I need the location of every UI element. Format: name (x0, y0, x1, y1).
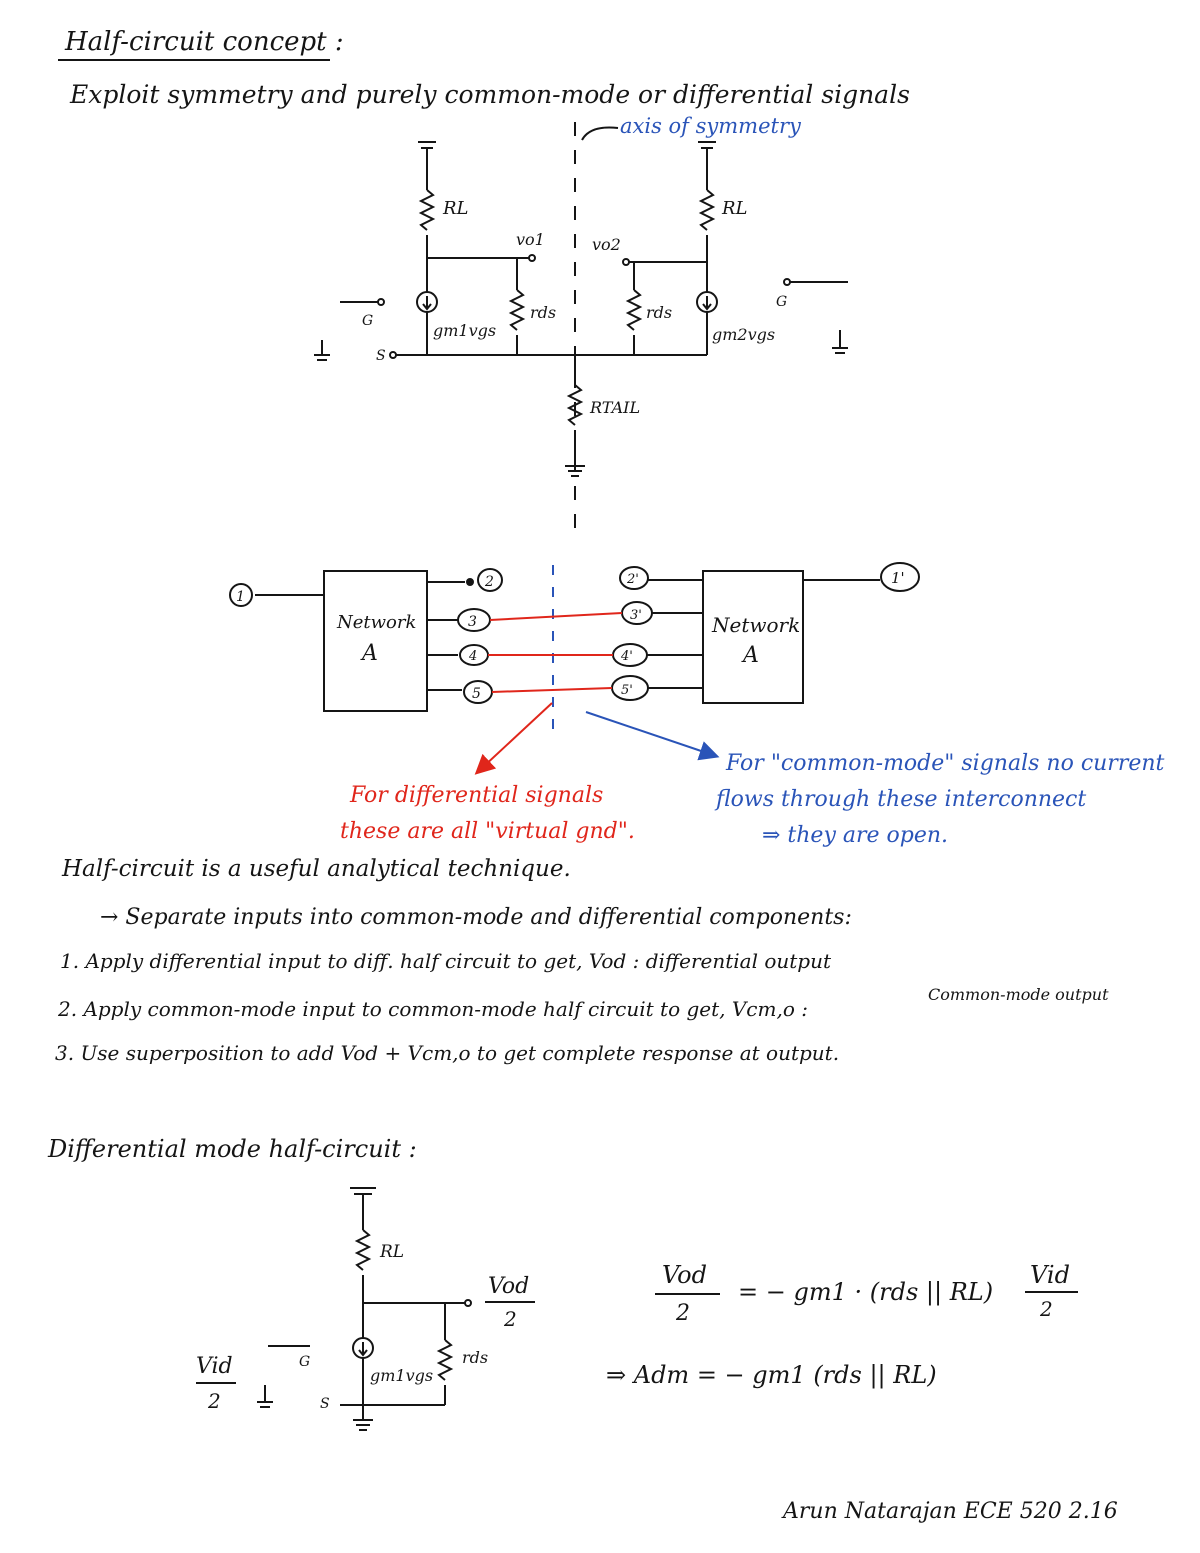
half-rds-label: rds (462, 1348, 488, 1367)
vid-den-label: 2 (207, 1389, 221, 1413)
eq2: ⇒ Adm = − gm1 (rds || RL) (606, 1361, 937, 1390)
half-circuit-labels: RL gm1vgs rds G S Vid 2 Vod 2 (196, 1242, 529, 1413)
half-gate-label: G (299, 1354, 310, 1370)
half-rds-resistor (436, 1339, 454, 1381)
node-2-prime (619, 566, 649, 590)
node-4-prime-label: 4' (620, 649, 633, 664)
network-a-right-box (702, 570, 804, 704)
rtail-label: RTAIL (589, 398, 640, 417)
rds-left-label: rds (530, 303, 556, 322)
rtail-resistor (566, 384, 584, 426)
node-3-prime-label: 3' (630, 608, 642, 623)
gm2-label: gm2vgs (712, 325, 775, 344)
eq1-frac-num: Vid (1030, 1261, 1070, 1289)
vod-den-label: 2 (503, 1307, 517, 1331)
eq1-frac-den: 2 (1039, 1297, 1053, 1321)
node-1-prime (880, 562, 920, 592)
right-box-line-2: A (741, 643, 759, 668)
rds-right-label: rds (646, 303, 672, 322)
half-rl-resistor (354, 1229, 372, 1271)
differential-note-line-1: For differential signals (349, 783, 603, 808)
common-mode-note-line-1: For "common-mode" signals no current (725, 751, 1165, 776)
rl-right-resistor (698, 189, 716, 231)
network-labels: Network A Network A 1 2 3 4 5 1' 2' 3' 4… (236, 569, 905, 702)
node-5-label: 5 (472, 686, 481, 702)
network-diagram (229, 562, 920, 775)
node-3-label: 3 (468, 614, 477, 630)
technique-steps: Half-circuit is a useful analytical tech… (55, 856, 1109, 1065)
common-mode-note-line-3: ⇒ they are open. (762, 823, 948, 848)
gate-right-label: G (776, 294, 787, 310)
technique-intro: Half-circuit is a useful analytical tech… (61, 856, 571, 882)
differential-note-line-2: these are all "virtual gnd". (340, 819, 635, 844)
node-2-label: 2 (484, 574, 494, 590)
node-1-label: 1 (236, 589, 245, 605)
node-1 (229, 583, 253, 607)
network-a-left-box (323, 570, 428, 712)
full-circuit (314, 122, 848, 540)
source-label: S (376, 348, 386, 364)
eq1-rhs: = − gm1 · (rds || RL) (738, 1278, 993, 1307)
footer-signature: Arun Natarajan ECE 520 2.16 (781, 1499, 1118, 1524)
vo2-label: vo2 (592, 235, 621, 254)
node-2-prime-label: 2' (626, 572, 639, 587)
right-box-line-1: Network (711, 613, 800, 637)
half-gm-label: gm1vgs (370, 1366, 433, 1385)
node-5-prime-label: 5' (621, 683, 633, 698)
page-title: Half-circuit concept : (64, 27, 344, 57)
technique-step-2-note: Common-mode output (928, 985, 1109, 1004)
node-4-label: 4 (468, 649, 477, 664)
rds-left-resistor (508, 289, 526, 331)
technique-step-1: 1. Apply differential input to diff. hal… (60, 949, 832, 973)
full-circuit-labels: axis of symmetry RL RL vo1 vo2 rds rds g… (362, 114, 802, 417)
differential-annotation: For differential signals these are all "… (340, 783, 635, 844)
vid-label: Vid (196, 1354, 233, 1379)
vo1-label: vo1 (516, 230, 545, 249)
left-box-line-2: A (360, 641, 378, 666)
rl-left-label: RL (442, 198, 469, 219)
half-circuit-heading: Differential mode half-circuit : (47, 1135, 417, 1163)
gain-equations: Vod 2 = − gm1 · (rds || RL) Vid 2 ⇒ Adm … (606, 1261, 1078, 1390)
half-rl-label: RL (379, 1242, 404, 1262)
node-2 (477, 568, 503, 592)
interconnect-5 (491, 687, 613, 693)
common-mode-arrow (585, 711, 720, 761)
gate-left-label: G (362, 313, 373, 329)
common-mode-note-line-2: flows through these interconnect (714, 787, 1086, 812)
heading: Half-circuit concept : Exploit symmetry … (58, 27, 910, 109)
page-subtitle: Exploit symmetry and purely common-mode … (69, 80, 910, 109)
gm1-label: gm1vgs (433, 321, 496, 340)
node-1-prime-label: 1' (891, 569, 905, 587)
common-mode-annotation: For "common-mode" signals no current flo… (714, 751, 1165, 848)
half-circuit-section: Differential mode half-circuit : (47, 1135, 417, 1163)
eq1-lhs-den: 2 (675, 1301, 690, 1326)
technique-step-3: 3. Use superposition to add Vod + Vcm,o … (55, 1041, 839, 1065)
vod-label: Vod (488, 1274, 529, 1299)
technique-step-2: 2. Apply common-mode input to common-mod… (57, 997, 808, 1021)
interconnect-3 (489, 612, 623, 621)
axis-label: axis of symmetry (620, 114, 802, 138)
rds-right-resistor (625, 289, 643, 331)
left-box-line-1: Network (336, 612, 416, 633)
rl-left-resistor (418, 189, 436, 231)
rl-right-label: RL (721, 198, 748, 219)
eq1-lhs-num: Vod (662, 1261, 707, 1289)
axis-arrow (581, 126, 619, 141)
half-source-label: S (320, 1396, 330, 1412)
technique-separate: → Separate inputs into common-mode and d… (100, 905, 852, 930)
half-circuit (196, 1187, 535, 1431)
differential-arrow (474, 702, 553, 775)
